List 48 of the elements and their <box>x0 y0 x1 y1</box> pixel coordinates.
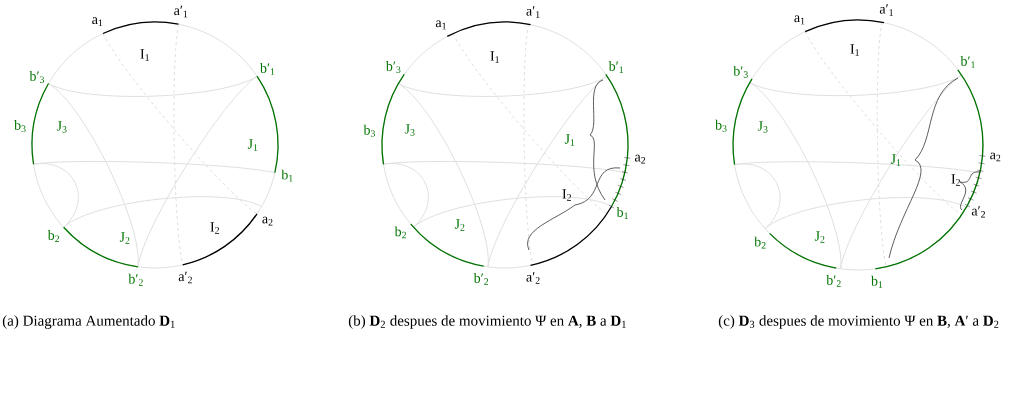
point-label: b$_{2}$ <box>394 226 406 239</box>
point-label: a$_{1}$ <box>92 17 103 27</box>
arc-label: J$_{1}$ <box>890 154 901 166</box>
point-label: a′$_{1}$ <box>174 5 188 18</box>
point-label: b′$_{3}$ <box>733 65 748 78</box>
point-label: b′$_{2}$ <box>473 272 489 285</box>
arc-label: I$_{1}$ <box>850 44 859 56</box>
point-label: b′$_{2}$ <box>826 274 841 287</box>
point-label: a$_{2}$ <box>990 152 1001 162</box>
point-label: b$_{1}$ <box>616 207 628 219</box>
point-label: b′$_{1}$ <box>260 62 275 75</box>
arc-label: I$_{2}$ <box>562 189 571 201</box>
arc-label: J$_{2}$ <box>119 232 130 244</box>
arc-label: J$_{1}$ <box>564 134 575 146</box>
subcaption: (b) D$_{2}$ despues de movimiento Ψ en A, B a D$_{1}$ <box>348 315 626 329</box>
arc-label: J$_{3}$ <box>56 121 67 133</box>
point-label: a′$_{2}$ <box>526 272 540 284</box>
point-label: a′$_{2}$ <box>971 206 985 218</box>
point-label: b$_{3}$ <box>363 124 376 137</box>
arc-label: J$_{2}$ <box>814 231 825 243</box>
arc-label: I$_{1}$ <box>140 49 149 61</box>
point-label: b$_{3}$ <box>14 120 26 133</box>
point-label: a′$_{1}$ <box>879 4 893 16</box>
point-label: b$_{3}$ <box>715 119 727 132</box>
point-label: b′$_{2}$ <box>128 273 143 286</box>
point-label: b′$_{1}$ <box>960 55 975 68</box>
arc-label: J$_{3}$ <box>404 124 415 136</box>
point-label: b$_{1}$ <box>281 169 293 182</box>
arc-label: I$_{2}$ <box>951 174 960 186</box>
point-label: a′$_{1}$ <box>526 6 540 18</box>
arc-label: J$_{1}$ <box>247 139 258 151</box>
point-label: b′$_{3}$ <box>385 61 401 73</box>
point-label: a$_{2}$ <box>635 154 646 164</box>
subcaption: (c) D$_{3}$ despues de movimiento Ψ en B, A′ a D$_{2}$ <box>718 315 999 329</box>
arc-label: J$_{2}$ <box>454 219 465 231</box>
point-label: b′$_{1}$ <box>608 61 624 73</box>
point-label: a$_{2}$ <box>262 216 273 226</box>
point-label: b$_{2}$ <box>47 230 60 242</box>
point-label: b′$_{3}$ <box>29 71 45 83</box>
point-label: a′$_{2}$ <box>178 271 192 284</box>
arc-label: I$_{1}$ <box>490 51 499 63</box>
arc-label: J$_{3}$ <box>757 121 768 133</box>
point-label: b$_{2}$ <box>754 236 766 249</box>
arc-label: I$_{2}$ <box>210 222 219 234</box>
point-label: a$_{1}$ <box>435 20 446 30</box>
point-label: a$_{1}$ <box>794 15 805 25</box>
subcaption: (a) Diagrama Aumentado D$_{1}$ <box>2 315 175 329</box>
point-label: b$_{1}$ <box>871 275 883 288</box>
